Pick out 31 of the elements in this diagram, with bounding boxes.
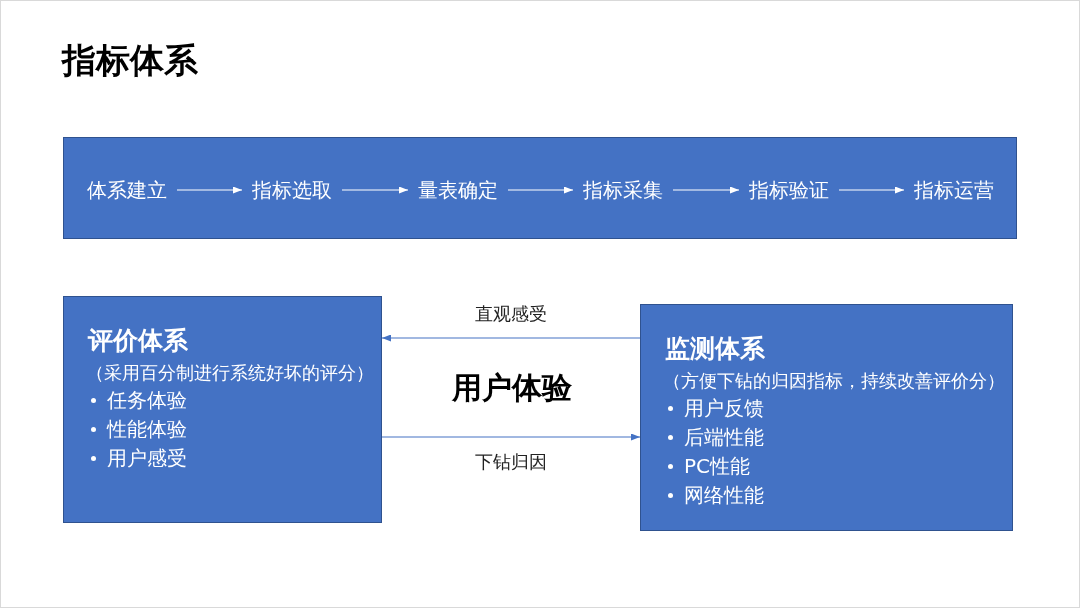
arrow	[381, 433, 641, 441]
step-label: 指标选取	[242, 177, 342, 203]
step-label: 指标运营	[904, 177, 1004, 203]
page-title: 指标体系	[62, 40, 198, 81]
step-label: 量表确定	[408, 177, 508, 203]
step-label: 体系建立	[77, 177, 177, 203]
category-panel	[63, 296, 382, 523]
list-item: 任务体验	[107, 387, 187, 413]
list-item: 后端性能	[684, 424, 764, 450]
edge-label: 下钻归因	[475, 450, 547, 474]
process-band	[63, 137, 1017, 239]
panel-heading: 评价体系	[88, 325, 188, 357]
arrow	[507, 186, 574, 194]
arrow	[341, 186, 409, 194]
step-label: 指标采集	[573, 177, 673, 203]
edge-label: 直观感受	[475, 302, 547, 326]
panel-subtitle: （方便下钻的归因指标，持续改善评价分）	[663, 369, 1005, 393]
category-panel	[640, 304, 1013, 531]
arrow	[176, 186, 243, 194]
list-item: PC性能	[684, 453, 751, 479]
list-item: 用户反馈	[684, 395, 764, 421]
arrow	[381, 334, 641, 342]
panel-heading: 监测体系	[665, 333, 765, 365]
list-item: 网络性能	[684, 482, 764, 508]
list-item: 用户感受	[107, 445, 187, 471]
panel-subtitle: （采用百分制进行系统好坏的评分）	[86, 361, 374, 385]
arrow	[672, 186, 740, 194]
step-label: 指标验证	[739, 177, 839, 203]
list-item: 性能体验	[107, 416, 187, 442]
center-label: 用户体验	[452, 370, 572, 406]
arrow	[838, 186, 905, 194]
